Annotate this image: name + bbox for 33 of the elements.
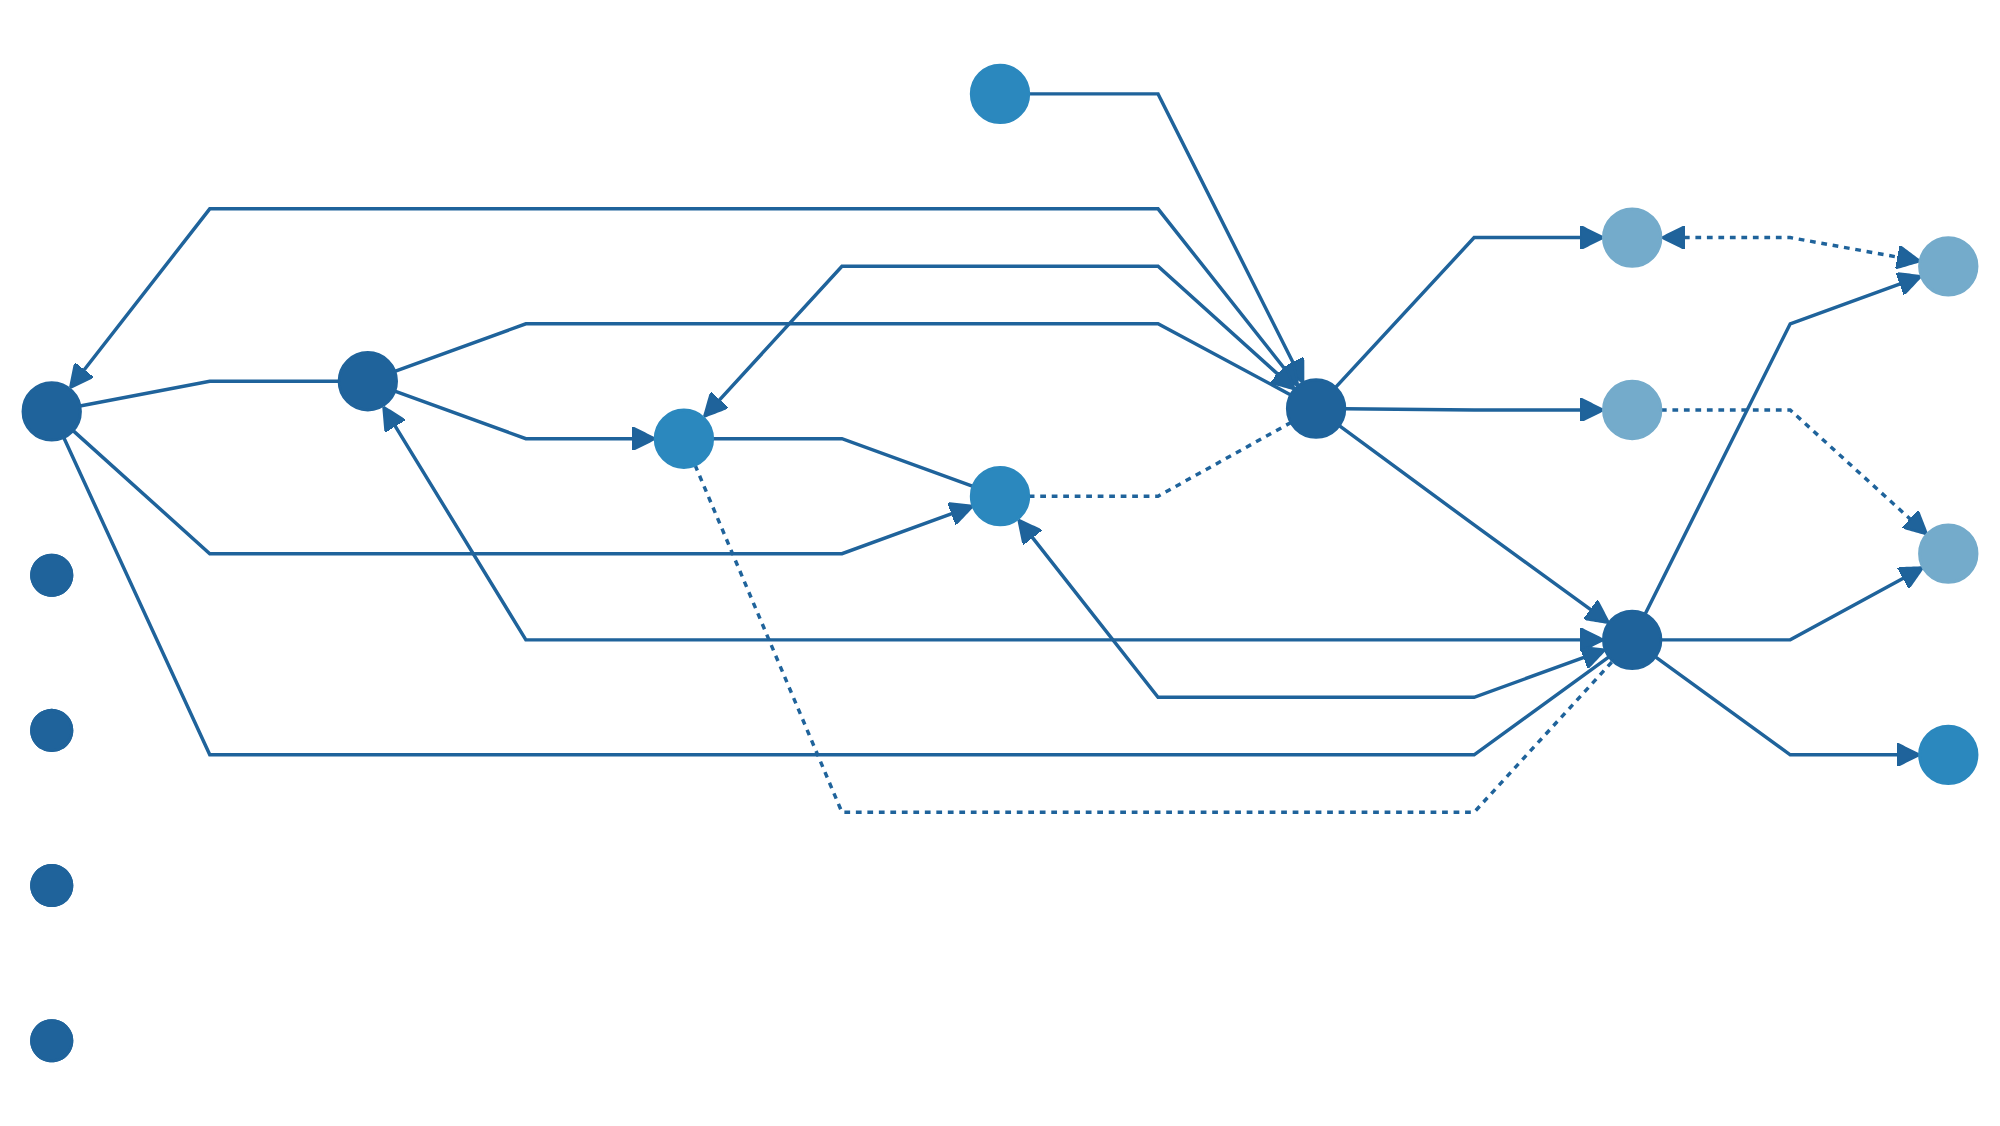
connector: [79, 379, 340, 408]
arrow: [1660, 408, 1929, 536]
node-circle: [653, 408, 715, 469]
connector: [62, 436, 1610, 757]
arrow: [1338, 424, 1611, 625]
arrow: [702, 264, 1296, 418]
node-circle: [1918, 236, 1979, 297]
node-circle: [337, 351, 398, 412]
arrow: [1643, 272, 1923, 615]
connector: [712, 437, 974, 488]
node-circle: [969, 63, 1031, 125]
arrow: [1344, 397, 1605, 423]
arrow: [1654, 655, 1921, 768]
arrow: [71, 429, 975, 556]
connector: [394, 322, 1292, 397]
node-circle: [1602, 379, 1663, 441]
connector: [693, 464, 1615, 814]
arrow: [1660, 224, 1922, 270]
node-circle: [1602, 609, 1663, 671]
connector: [1028, 420, 1292, 498]
node-circle: [1602, 207, 1663, 268]
arrow: [1334, 224, 1605, 389]
arrow: [1017, 518, 1607, 700]
arrow: [1660, 566, 1925, 642]
node-circle: [21, 381, 82, 442]
node-circle: [1285, 378, 1347, 439]
node-circle: [1918, 523, 1979, 584]
arrow: [394, 389, 657, 452]
node-circle: [969, 466, 1031, 527]
node-circle: [1918, 724, 1979, 785]
arrow: [68, 207, 1300, 389]
arrow: [382, 405, 1605, 653]
arrow: [1028, 92, 1305, 384]
